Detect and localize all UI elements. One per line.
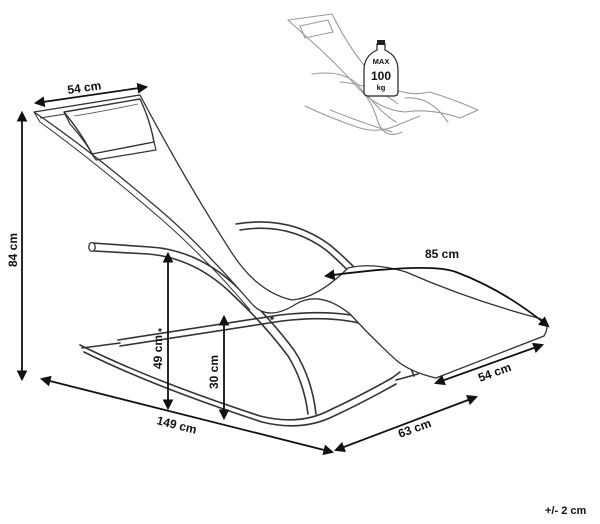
weight-icon xyxy=(363,43,399,97)
dim-foot-width-line xyxy=(433,342,545,386)
rocker-front-inner xyxy=(83,351,397,427)
side-frame-front-inner xyxy=(93,250,309,415)
rocker-front xyxy=(79,344,401,421)
bolt xyxy=(270,316,274,320)
fabric-edge xyxy=(33,111,251,311)
lounger-main xyxy=(33,94,548,427)
label-seat-length: 85 cm xyxy=(425,247,459,261)
label-top-width: 54 cm xyxy=(66,78,102,97)
dim-seat-length-line xyxy=(323,266,550,328)
headrest-pillow xyxy=(63,98,157,161)
label-foot-width: 54 cm xyxy=(476,360,513,385)
crossbar-right xyxy=(395,373,419,381)
tolerance-note: +/- 2 cm xyxy=(545,505,586,517)
label-height: 84 cm xyxy=(6,233,20,267)
badge-unit: kg xyxy=(377,83,386,92)
dim-top-width-line xyxy=(33,82,149,108)
dim-base-width-line xyxy=(333,395,479,452)
thumb-rocker-back xyxy=(329,97,449,133)
thumb-rocker-front xyxy=(304,105,421,131)
dimension-lines xyxy=(16,82,550,456)
badge-weight-value: 100 xyxy=(371,69,391,83)
crossbar-left xyxy=(81,342,121,349)
label-armrest-height: 49 cm xyxy=(151,335,165,369)
weight-badge: MAX 100 kg xyxy=(363,40,399,97)
badge-max: MAX xyxy=(373,57,390,66)
bolt xyxy=(158,328,162,332)
side-frame-front xyxy=(91,242,317,415)
dim-overall-length-line xyxy=(39,375,335,456)
weight-handle xyxy=(377,40,385,45)
frame-cap xyxy=(88,241,96,253)
label-seat-height: 30 cm xyxy=(207,355,221,389)
load-thumbnail: MAX 100 kg xyxy=(287,13,479,135)
